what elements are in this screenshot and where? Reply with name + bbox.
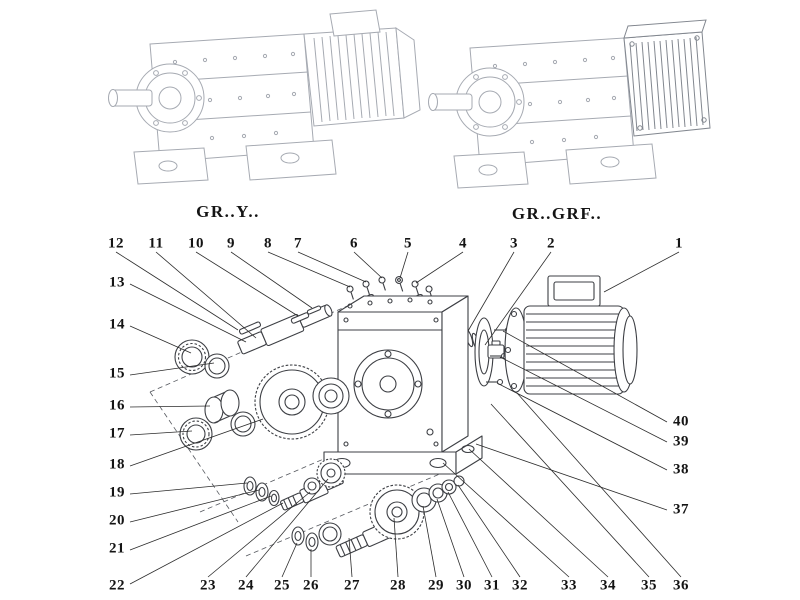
callout-9: 9 — [227, 235, 235, 252]
callout-12: 12 — [108, 235, 124, 252]
callout-24: 24 — [238, 577, 254, 594]
callout-25: 25 — [274, 577, 290, 594]
callout-40: 40 — [673, 413, 689, 430]
roller-bearing — [179, 417, 213, 451]
callout-18: 18 — [109, 456, 125, 473]
callout-13: 13 — [109, 274, 125, 291]
callout-7: 7 — [294, 235, 302, 252]
callout-1: 1 — [675, 235, 683, 252]
second-bearing — [230, 411, 256, 437]
variant-label-gr-y: GR..Y.. — [196, 202, 260, 221]
input-bearing — [174, 339, 210, 375]
callout-32: 32 — [512, 577, 528, 594]
callout-14: 14 — [109, 316, 125, 333]
callout-34: 34 — [600, 577, 616, 594]
large-helical-gear — [254, 364, 330, 440]
gear-ring — [312, 377, 350, 415]
output-washer-b — [305, 532, 319, 552]
input-shaft — [237, 304, 333, 355]
callout-17: 17 — [109, 425, 125, 442]
callout-10: 10 — [188, 235, 204, 252]
callout-22: 22 — [109, 577, 125, 594]
electric-motor — [504, 275, 638, 395]
exploded-view — [149, 275, 638, 558]
output-ring-c — [441, 479, 457, 495]
washer-c — [268, 489, 280, 507]
gearbox-housing — [323, 295, 483, 475]
callout-23: 23 — [200, 577, 216, 594]
cover-bolts — [346, 276, 433, 300]
reference-drawing-gr-grf — [428, 19, 711, 189]
callout-29: 29 — [428, 577, 444, 594]
callout-27: 27 — [344, 577, 360, 594]
leader-lines — [115, 251, 682, 585]
washer-a — [243, 476, 257, 496]
shaft-pin — [306, 305, 322, 315]
callout-38: 38 — [673, 461, 689, 478]
callout-11: 11 — [148, 235, 164, 252]
callout-8: 8 — [264, 235, 272, 252]
callout-39: 39 — [673, 433, 689, 450]
callout-33: 33 — [561, 577, 577, 594]
callout-20: 20 — [109, 512, 125, 529]
callout-37: 37 — [673, 501, 689, 518]
callout-5: 5 — [404, 235, 412, 252]
small-ring — [303, 477, 321, 495]
motor-adapter-flange — [474, 317, 505, 387]
callout-21: 21 — [109, 540, 125, 557]
shaft-key — [290, 312, 310, 324]
callout-31: 31 — [484, 577, 500, 594]
oil-seal-ring — [204, 353, 230, 379]
callout-16: 16 — [109, 397, 125, 414]
output-washer-a — [291, 526, 305, 546]
callout-35: 35 — [641, 577, 657, 594]
callout-2: 2 — [547, 235, 555, 252]
small-gear — [316, 458, 346, 488]
callout-4: 4 — [459, 235, 467, 252]
output-bearing — [318, 522, 342, 546]
callout-15: 15 — [109, 365, 125, 382]
reference-drawing-gr-y — [108, 9, 421, 185]
variant-label-gr-grf: GR..GRF.. — [511, 204, 603, 223]
callout-30: 30 — [456, 577, 472, 594]
callout-19: 19 — [109, 484, 125, 501]
washer-b — [255, 482, 269, 502]
spacer-bushing — [204, 389, 240, 424]
callout-28: 28 — [390, 577, 406, 594]
callout-26: 26 — [303, 577, 319, 594]
callout-36: 36 — [673, 577, 689, 594]
callout-3: 3 — [510, 235, 518, 252]
callout-6: 6 — [350, 235, 358, 252]
